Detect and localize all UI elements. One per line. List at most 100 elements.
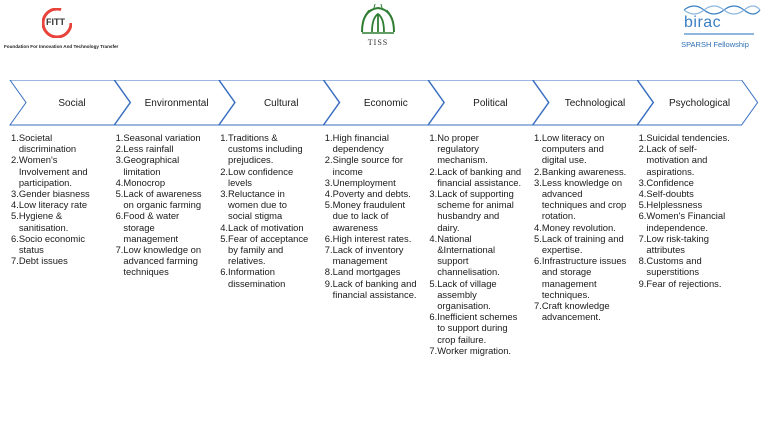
list-item-number: 5. (115, 188, 124, 200)
list-item-number: 1. (11, 132, 19, 143)
tiss-emblem-icon (361, 3, 395, 34)
factor-list: 1.Traditions & customs including prejudi… (220, 132, 313, 289)
list-item-number: 3. (115, 154, 124, 166)
list-item-text: High financial dependency (332, 132, 389, 155)
list-item: 4.Poverty and debts. (325, 188, 418, 199)
list-item-text: Socio economic status (18, 232, 86, 256)
list-item-text: Unemployment (332, 176, 396, 188)
list-item: 2.Less rainfall (116, 143, 209, 154)
list-item-text: Land mortgages (332, 266, 401, 278)
list-item-text: Less knowledge on advanced techniques an… (541, 176, 627, 222)
list-item-number: 4. (324, 188, 333, 200)
list-item-number: 3. (220, 188, 229, 200)
list-item: 2.Lack of banking and financial assistan… (429, 166, 522, 188)
list-item-number: 7. (429, 344, 438, 356)
tiss-logo: TISS (348, 2, 408, 50)
list-item-text: Debt issues (18, 255, 68, 267)
list-item-number: 4. (638, 188, 647, 200)
list-item-text: Lack of training and expertise. (541, 232, 624, 256)
list-item-number: 7. (324, 244, 333, 256)
list-item: 1.High financial dependency (325, 132, 418, 154)
list-item-text: Low literacy on computers and digital us… (541, 132, 605, 166)
list-item-text: Customs and superstitions (646, 255, 702, 278)
list-item: 8.Land mortgages (325, 266, 418, 277)
chevron-label-environmental: Environmental (145, 98, 209, 109)
list-item: 7.Worker migration. (429, 345, 522, 356)
fitt-logo-icon (42, 8, 72, 38)
list-item-text: Less rainfall (123, 143, 174, 155)
column-technological: 1.Low literacy on computers and digital … (534, 132, 627, 322)
list-item: 5.Money fraudulent due to lack of awaren… (325, 199, 418, 233)
list-item-text: Traditions & customs including prejudice… (228, 132, 303, 166)
list-item: 3.Less knowledge on advanced techniques … (534, 177, 627, 222)
list-item: 7.Low knowledge on advanced farming tech… (116, 244, 209, 278)
list-item-text: Low knowledge on advanced farming techni… (123, 244, 202, 278)
list-item-number: 7. (11, 255, 19, 267)
list-item: 6.Socio economic status (11, 233, 104, 255)
list-item-text: Poverty and debts. (332, 188, 411, 200)
list-item-text: High interest rates. (332, 232, 412, 244)
list-item-number: 4. (115, 176, 124, 188)
column-psychological: 1.Suicidal tendencies.2.Lack of self-mot… (639, 132, 732, 289)
fitt-tagline: Foundation For Innovation And Technology… (4, 44, 119, 49)
chevron-psychological (636, 80, 759, 126)
list-item: 2.Low confidence levels (220, 166, 313, 188)
list-item-number: 1. (220, 132, 229, 143)
list-item: 1.Societal discrimination (11, 132, 104, 154)
list-item: 4.Low literacy rate (11, 199, 104, 210)
list-item-number: 8. (324, 266, 333, 278)
list-item-number: 4. (11, 199, 19, 211)
list-item-number: 2. (324, 154, 333, 166)
list-item-text: Confidence (646, 176, 694, 188)
list-item-number: 5. (638, 199, 647, 211)
list-item-number: 6. (638, 210, 647, 222)
list-item-text: Lack of awareness on organic farming (123, 188, 202, 211)
list-item: 6.Food & water storage management (116, 210, 209, 244)
list-item-number: 4. (220, 221, 229, 233)
list-item: 2.Women's Involvement and participation. (11, 154, 104, 188)
list-item-number: 1. (534, 132, 542, 143)
list-item: 6.High interest rates. (325, 233, 418, 244)
list-item-text: Fear of acceptance by family and relativ… (228, 232, 309, 267)
column-cultural: 1.Traditions & customs including prejudi… (220, 132, 313, 289)
list-item-number: 3. (324, 176, 333, 188)
list-item: 5.Lack of awareness on organic farming (116, 188, 209, 210)
list-item-text: Lack of banking and financial assistance… (332, 277, 417, 300)
chevron-label-economic: Economic (364, 98, 408, 109)
list-item-number: 9. (324, 277, 333, 289)
list-item-text: Fear of rejections. (646, 277, 722, 289)
list-item-text: Gender biasness (18, 188, 90, 200)
list-item-text: Banking awareness. (541, 165, 627, 177)
list-item-number: 6. (534, 255, 542, 267)
list-item-number: 1. (638, 132, 647, 143)
list-item-number: 7. (534, 300, 542, 312)
list-item-text: Lack of inventory management (332, 244, 404, 267)
list-item-text: Inefficient schemes to support during cr… (437, 311, 518, 345)
list-item: 7.Craft knowledge advancement. (534, 300, 627, 322)
sparsh-fellowship-label: SPARSH Fellowship (681, 40, 749, 49)
list-item-number: 2. (11, 154, 19, 166)
list-item-number: 3. (429, 188, 438, 200)
list-item: 1.Suicidal tendencies. (639, 132, 732, 143)
list-item: 4.Lack of motivation (220, 222, 313, 233)
column-political: 1.No proper regulatory mechanism.2.Lack … (429, 132, 522, 356)
list-item: 4.Self-doubts (639, 188, 732, 199)
list-item: 4.Monocrop (116, 177, 209, 188)
list-item: 5.Lack of training and expertise. (534, 233, 627, 255)
list-item-text: Hygiene & sanitisation. (18, 210, 69, 233)
list-item: 1.Traditions & customs including prejudi… (220, 132, 313, 166)
list-item-number: 2. (220, 165, 229, 177)
list-item-number: 3. (638, 176, 647, 188)
list-item-number: 9. (638, 277, 647, 289)
list-item-text: Lack of village assembly organisation. (437, 277, 497, 312)
list-item: 4.National &International support channe… (429, 233, 522, 278)
list-item: 6.Information dissemination (220, 266, 313, 288)
list-item-number: 1. (429, 132, 438, 143)
list-item-number: 4. (534, 221, 542, 233)
fitt-logo: FITT Foundation For Innovation And Techn… (4, 4, 144, 54)
list-item-number: 2. (638, 143, 647, 155)
